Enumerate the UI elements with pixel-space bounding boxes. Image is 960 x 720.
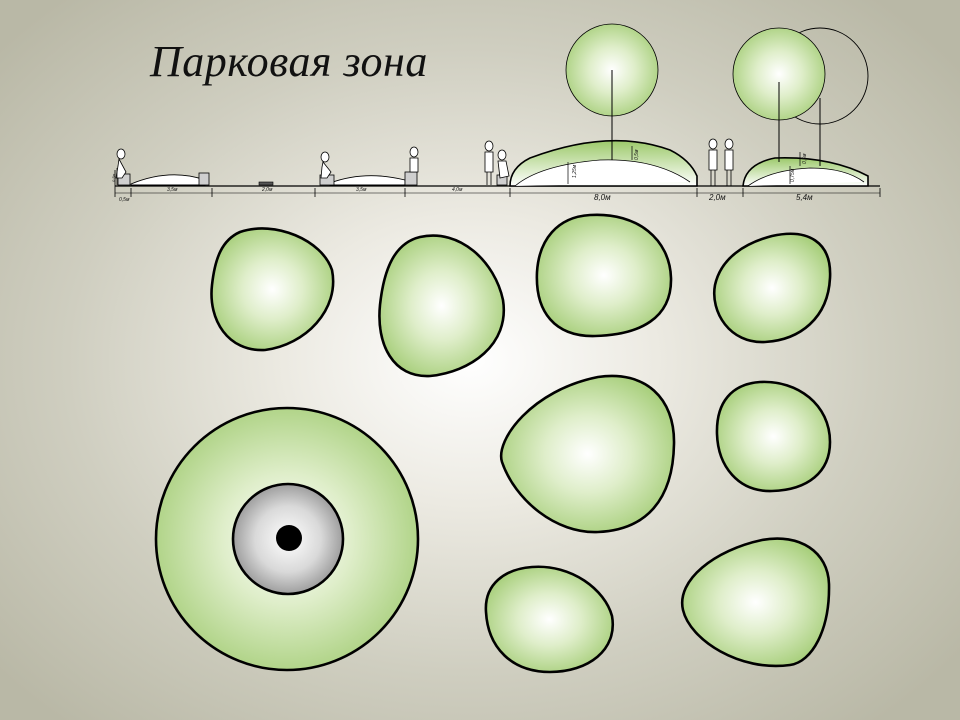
person-figure-4 [484,140,494,185]
mound-1 [130,174,206,186]
dim-label-8: 5,4м [796,193,813,202]
plan-islands [154,213,832,674]
person-figure-5 [497,149,510,179]
dim-label-3: 2,0м [261,187,273,193]
pond [231,482,345,596]
cross-section [114,23,881,197]
dimension-labels: 0,5м 3,5м 2,0м 3,5м 4,0м 8,0м 2,0м 5,4м … [111,149,813,203]
bench-3 [258,181,274,186]
person-figure-6 [708,138,718,186]
dim-label-6: 8,0м [594,193,611,202]
green-mound-small-inner [747,167,865,187]
dim-label-5: 4,0м [452,187,463,193]
dim-label-2: 3,5м [167,187,178,193]
island-1 [210,227,335,352]
dim-label-4: 3,5м [356,187,367,193]
person-figure-3 [409,146,419,173]
dimension-ticks [114,170,881,197]
tree-2 [732,27,869,166]
bench-5 [404,171,418,186]
mound-2 [329,175,406,186]
height-label-4: 0,5м [802,153,808,164]
tree-1 [565,23,659,160]
height-label-1: 1,25м [572,164,578,178]
person-figure-7 [724,138,734,186]
height-label-2: 0,5м [634,149,640,160]
island-8 [680,537,831,668]
green-mound-large-inner [514,159,691,187]
pond-center-dot [276,525,302,551]
island-5 [499,374,676,534]
person-figure-2 [320,151,332,179]
island-4 [712,232,832,344]
height-label-0: 0,5м [111,173,116,182]
bench-2 [198,172,210,186]
person-figure-1 [115,148,127,179]
dim-label-1: 0,5м [119,197,130,203]
page-title: Парковая зона [150,37,428,86]
island-2 [378,234,506,378]
island-7 [484,565,615,674]
island-6 [715,380,832,493]
island-3 [535,213,673,338]
height-label-3: 0,75м [790,168,796,182]
dim-label-7: 2,0м [708,193,726,202]
